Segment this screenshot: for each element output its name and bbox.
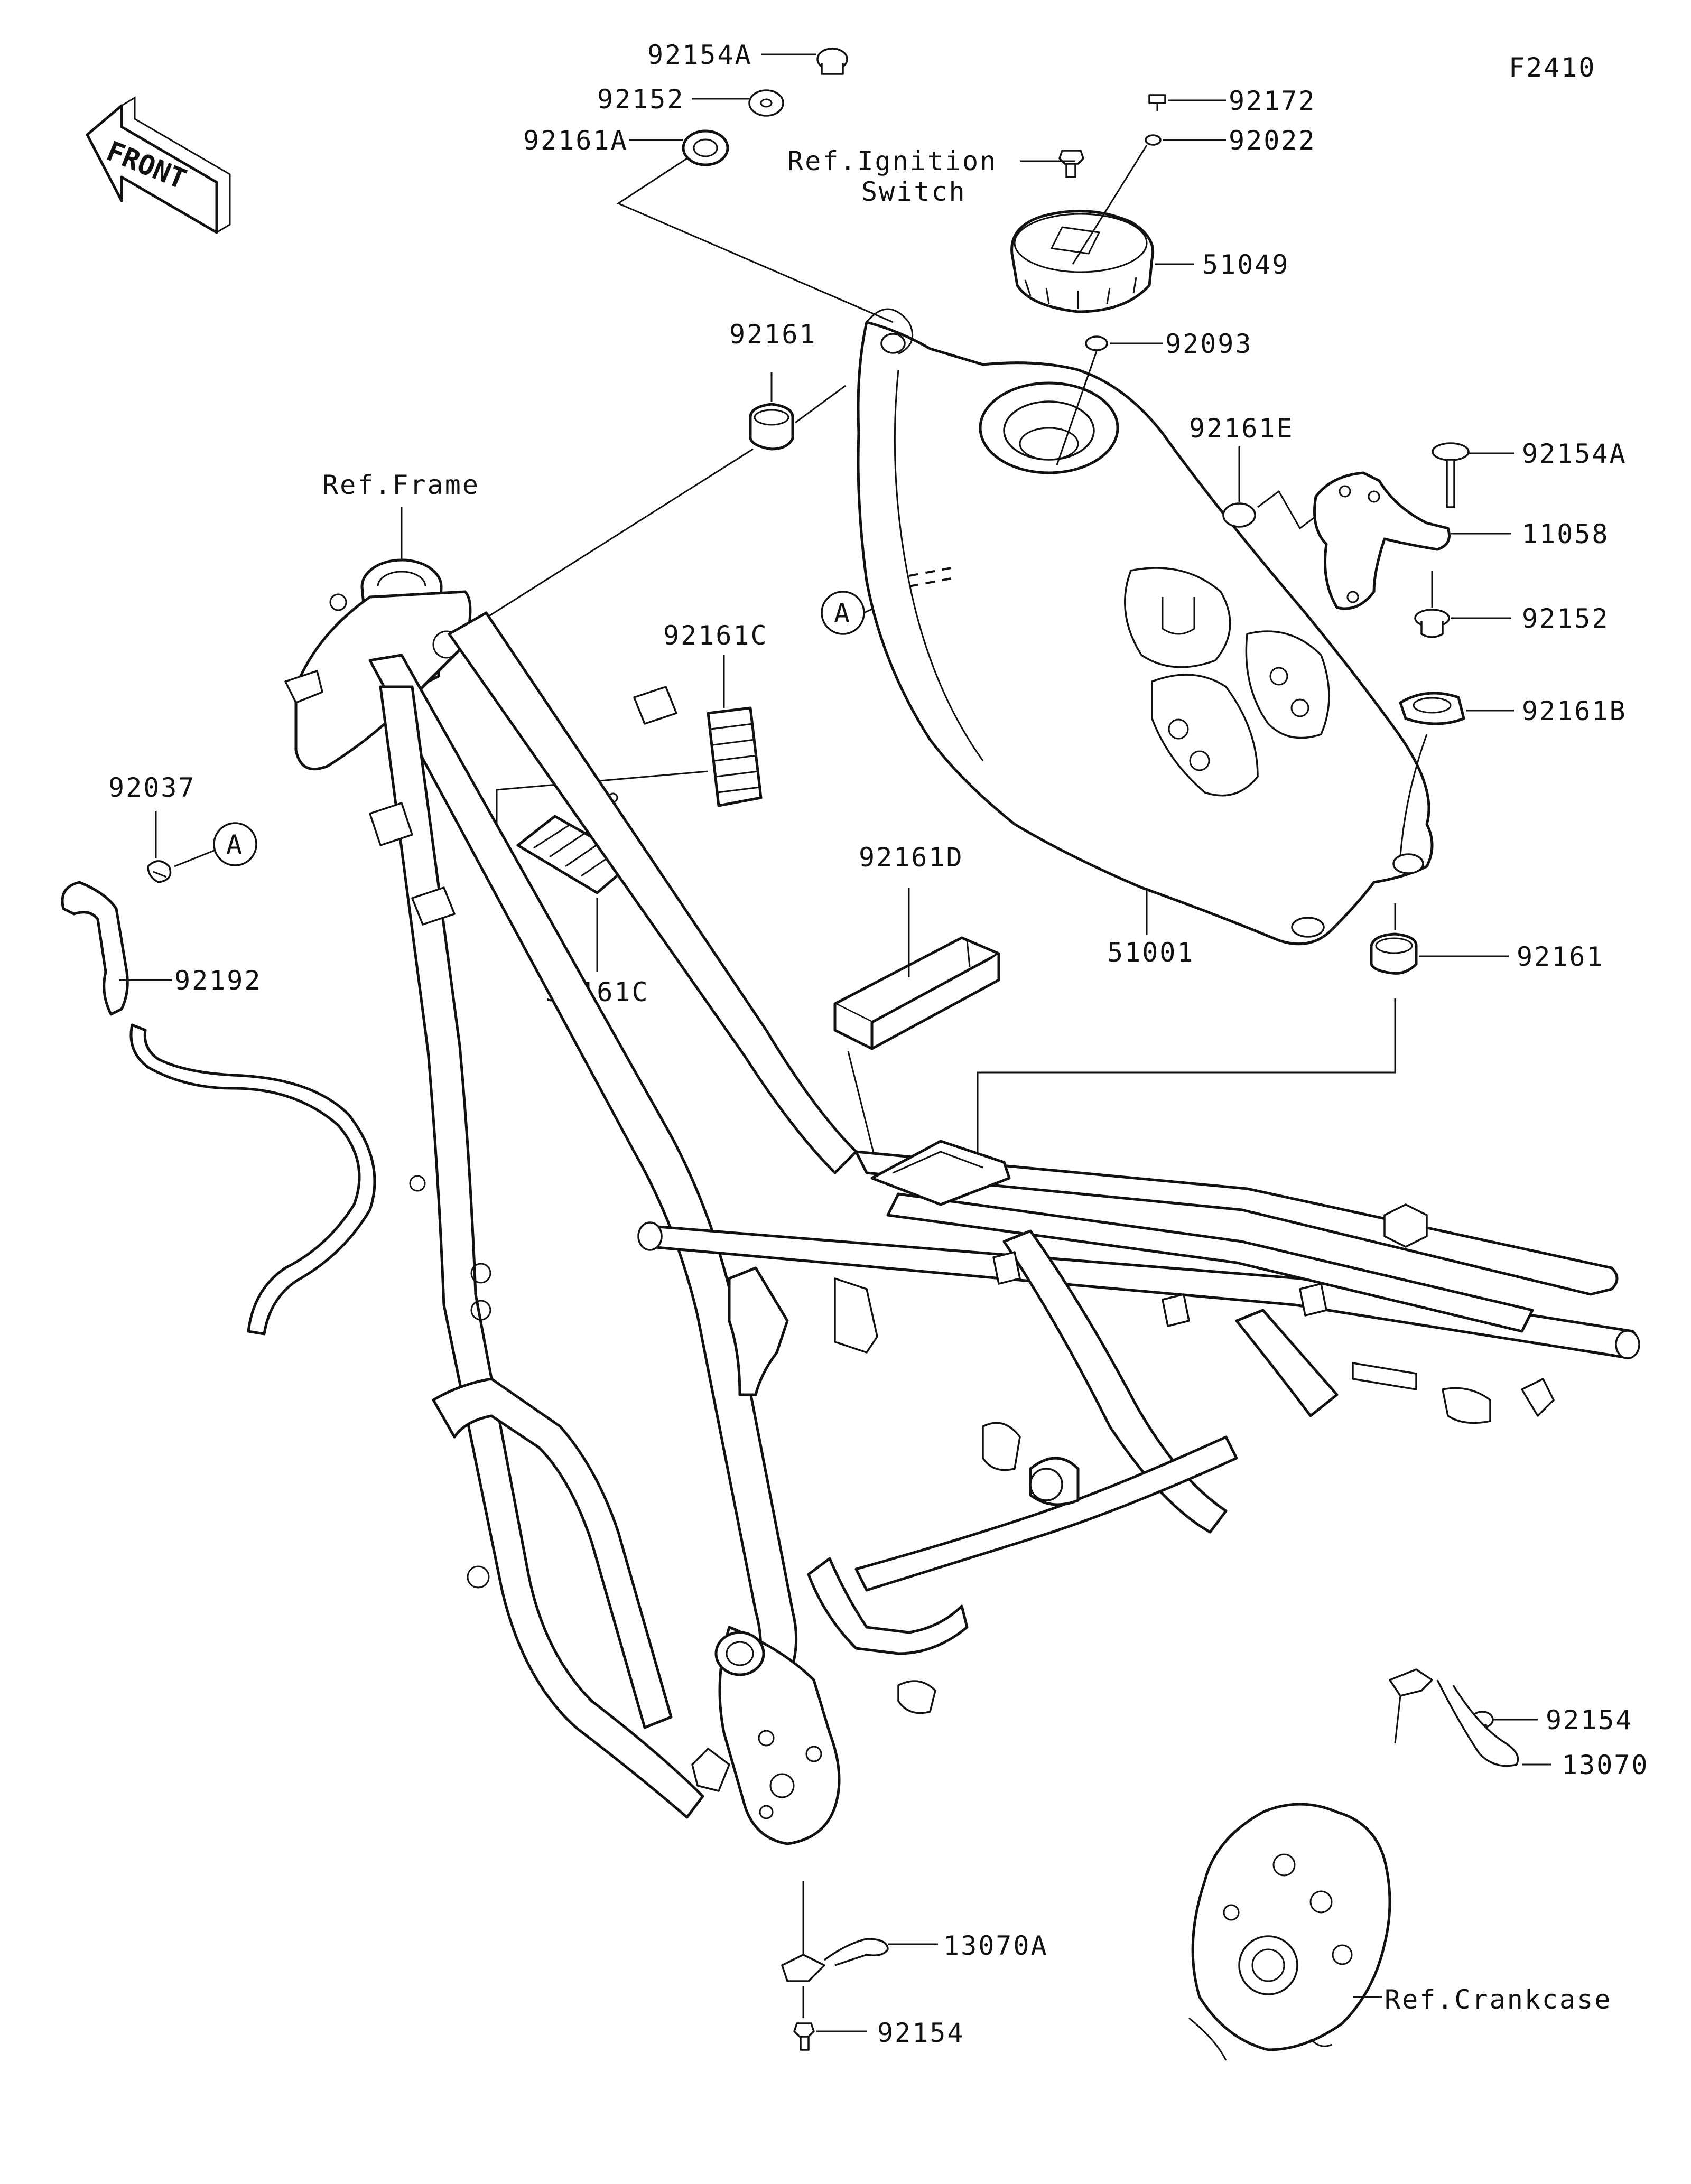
callout-92152-top: 92152 — [597, 84, 685, 115]
callout-ref-frame: Ref.Frame — [322, 470, 480, 500]
svg-text:A: A — [834, 598, 851, 629]
clip-92037 — [147, 860, 172, 883]
grommet-92161A — [682, 129, 729, 166]
grommet-92161E — [1222, 502, 1256, 528]
gasket-92093 — [1085, 335, 1108, 351]
figure-code: F2410 — [1509, 52, 1596, 83]
ref-marker-a-upper: A — [821, 591, 899, 635]
grommet-92161-right — [1370, 932, 1418, 975]
callout-92161-right: 92161 — [1517, 941, 1604, 972]
grommet-92161-top — [749, 403, 794, 451]
ref-marker-a-left: A — [174, 822, 257, 867]
callout-92161d: 92161D — [859, 842, 964, 873]
callout-92154a-top: 92154A — [647, 40, 752, 70]
rubber-92161D — [833, 936, 1000, 1050]
strap-13070A — [781, 1938, 889, 1982]
washer-92022 — [1145, 134, 1162, 146]
collar-92152-top — [748, 89, 784, 117]
collar-92152-right — [1414, 609, 1450, 638]
callout-ref-ignition: Ref.Ignition — [787, 146, 997, 176]
callout-92154a-right: 92154A — [1522, 438, 1627, 469]
callout-11058: 11058 — [1522, 519, 1610, 549]
bolt-92154-bottom — [793, 2022, 815, 2051]
callout-92172: 92172 — [1229, 86, 1316, 116]
crankcase — [1188, 1803, 1391, 2061]
callout-92161c-top: 92161C — [663, 620, 768, 651]
callout-ref-crankcase: Ref.Crankcase — [1385, 1984, 1612, 2015]
callout-13070: 13070 — [1562, 1750, 1649, 1780]
callout-92152-right: 92152 — [1522, 603, 1610, 634]
callout-13070a: 13070A — [943, 1930, 1048, 1961]
grommet-92161B — [1399, 692, 1465, 725]
front-arrow-icon: FRONT — [86, 96, 231, 234]
callout-51049: 51049 — [1202, 249, 1290, 280]
strap-13070 — [1389, 1668, 1519, 1767]
callout-92161a: 92161A — [523, 125, 628, 156]
bolt-92154A-top — [816, 48, 848, 75]
callout-92161e: 92161E — [1189, 413, 1294, 444]
frame — [284, 558, 1640, 1845]
callout-92093: 92093 — [1165, 329, 1253, 359]
screw-92172 — [1148, 94, 1166, 111]
callout-51001: 51001 — [1107, 937, 1195, 968]
rubber-92161C-top — [707, 706, 763, 807]
callout-92161b: 92161B — [1522, 696, 1627, 726]
hose-92192 — [61, 881, 376, 1336]
svg-text:A: A — [226, 829, 244, 860]
callout-92022: 92022 — [1229, 125, 1316, 156]
fuel-cap — [1010, 150, 1155, 313]
callout-92154-right: 92154 — [1546, 1705, 1633, 1735]
callout-ref-ignition-switch: Switch — [861, 176, 967, 207]
fuel-tank — [857, 308, 1434, 946]
callout-92161-top: 92161 — [729, 319, 817, 350]
bracket-11058 — [1313, 471, 1451, 610]
bolt-92154A-right — [1432, 442, 1470, 508]
callout-92037: 92037 — [108, 772, 196, 803]
callout-92192: 92192 — [174, 965, 262, 996]
callout-92154-bottom: 92154 — [877, 2018, 965, 2048]
